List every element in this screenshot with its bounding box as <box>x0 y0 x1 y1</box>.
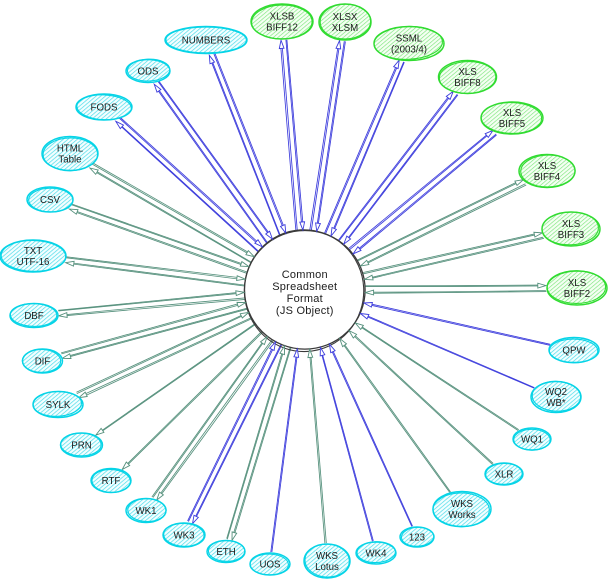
svg-text:WK3: WK3 <box>174 531 195 542</box>
svg-text:BIFF3: BIFF3 <box>558 230 584 241</box>
svg-text:CSV: CSV <box>40 195 60 206</box>
svg-text:(2003/4): (2003/4) <box>391 44 427 55</box>
svg-text:(JS Object): (JS Object) <box>276 305 334 317</box>
svg-text:XLR: XLR <box>495 470 514 481</box>
svg-text:SYLK: SYLK <box>46 400 71 411</box>
svg-text:UTF-16: UTF-16 <box>17 257 50 268</box>
svg-text:ETH: ETH <box>216 547 235 558</box>
svg-text:HTML: HTML <box>57 144 84 155</box>
svg-text:Lotus: Lotus <box>315 562 339 573</box>
svg-text:XLS: XLS <box>458 67 477 78</box>
svg-text:WKS: WKS <box>451 499 474 510</box>
svg-text:WQ2: WQ2 <box>545 387 567 398</box>
svg-text:WB*: WB* <box>546 398 566 409</box>
svg-text:SSML: SSML <box>396 34 423 45</box>
svg-text:Common: Common <box>282 269 328 281</box>
svg-text:DBF: DBF <box>24 311 43 322</box>
svg-text:123: 123 <box>409 533 425 544</box>
svg-text:BIFF4: BIFF4 <box>534 172 561 183</box>
svg-text:QPW: QPW <box>562 346 586 357</box>
svg-text:BIFF2: BIFF2 <box>564 289 590 300</box>
svg-text:PRN: PRN <box>71 441 91 452</box>
svg-text:RTF: RTF <box>102 476 121 487</box>
svg-text:NUMBERS: NUMBERS <box>182 36 231 47</box>
svg-text:WK4: WK4 <box>366 549 388 560</box>
svg-text:UOS: UOS <box>260 560 282 571</box>
svg-text:WK1: WK1 <box>136 506 157 517</box>
svg-text:WQ1: WQ1 <box>521 435 543 446</box>
svg-text:XLS: XLS <box>503 108 522 119</box>
svg-text:Format: Format <box>287 293 323 305</box>
svg-text:Table: Table <box>58 154 81 165</box>
svg-text:XLS: XLS <box>538 161 557 172</box>
svg-text:BIFF5: BIFF5 <box>499 119 525 130</box>
svg-text:BIFF12: BIFF12 <box>266 22 298 33</box>
svg-text:BIFF8: BIFF8 <box>454 78 480 89</box>
svg-text:XLSM: XLSM <box>332 23 358 34</box>
svg-text:DIF: DIF <box>35 357 51 368</box>
svg-text:Works: Works <box>448 510 475 521</box>
svg-text:Spreadsheet: Spreadsheet <box>272 281 337 293</box>
svg-text:FODS: FODS <box>91 103 118 114</box>
svg-text:TXT: TXT <box>24 246 42 257</box>
svg-text:ODS: ODS <box>138 67 160 78</box>
svg-text:XLSX: XLSX <box>333 12 358 23</box>
svg-text:WKS: WKS <box>316 551 339 562</box>
svg-text:XLS: XLS <box>568 278 587 289</box>
svg-text:XLSB: XLSB <box>270 12 295 23</box>
svg-text:XLS: XLS <box>562 219 581 230</box>
